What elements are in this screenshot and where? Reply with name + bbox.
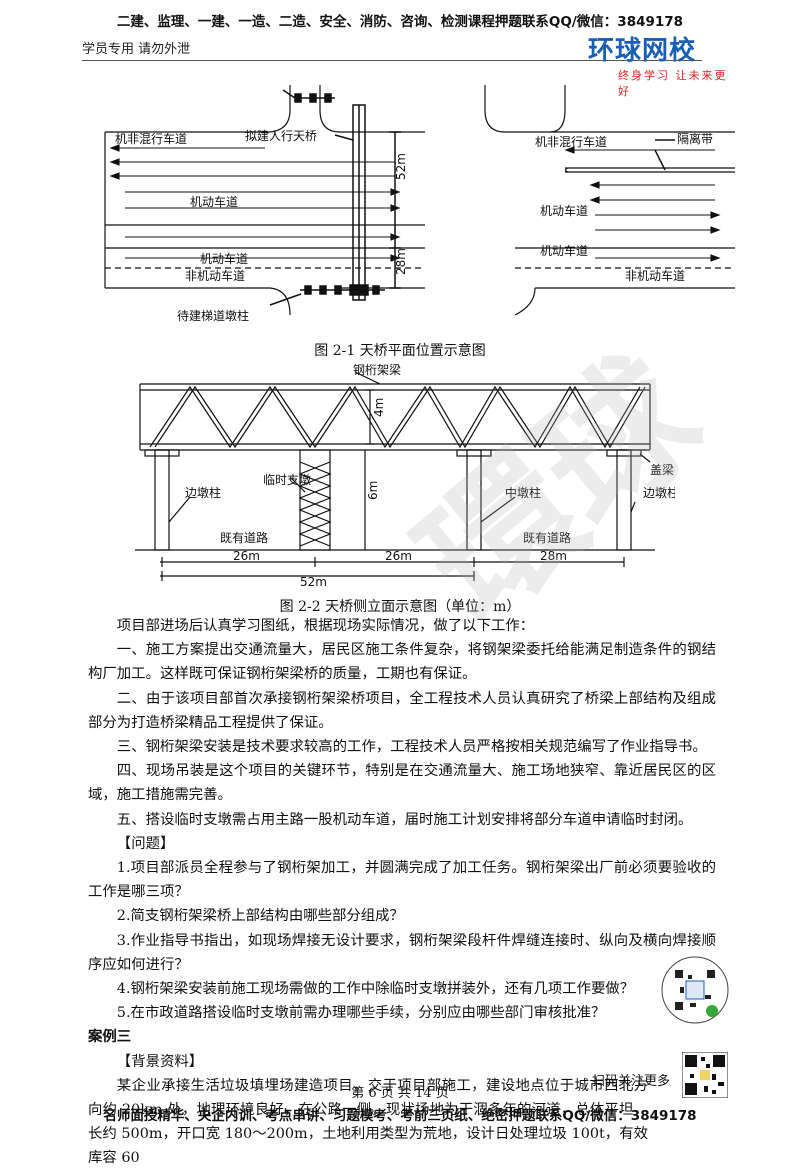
label-proposed-bridge: 拟建人行天桥 <box>245 129 317 143</box>
question-3: 3.作业指导书指出，如现场焊接无设计要求，钢桁架梁段杆件焊缝连接时、纵向及横向焊… <box>88 932 716 973</box>
paragraph-item-5: 五、搭设临时支墩需占用主路一股机动车道，届时施工计划安排将部分车道申请临时封闭。 <box>116 811 693 828</box>
label-right-nonmotor-lane: 非机动车道 <box>625 268 685 283</box>
label-side-pier-left: 边墩柱 <box>185 485 221 500</box>
question-2: 2.简支钢桁架梁桥上部结构由哪些部分组成？ <box>116 908 404 925</box>
question-1: 1.项目部派员全程参与了钢桁架加工，并圆满完成了加工任务。钢桁架梁出厂前必须要验… <box>88 860 716 901</box>
header-promo: 二建、监理、一建、一造、二造、安全、消防、咨询、检测课程押题联系QQ/微信：38… <box>116 14 684 30</box>
body-text: 项目部进场后认真学习图纸，根据现场实际情况，做了以下工作： 一、施工方案提出交通… <box>88 614 716 1171</box>
label-span-2: 26m <box>385 549 412 563</box>
label-dim-52: 52m <box>394 153 408 180</box>
label-total-span: 52m <box>300 575 327 589</box>
question-4: 4.钢桁架梁安装前施工现场需做的工作中除临时支墩拼装外，还有几项工作要做？ <box>116 981 635 998</box>
label-mid-pier: 中墩柱 <box>505 485 541 500</box>
label-pier-columns: 待建梯道墩柱 <box>177 308 249 323</box>
page-number: 第 6 页 共 14 页 <box>351 1086 449 1101</box>
paragraph-intro: 项目部进场后认真学习图纸，根据现场实际情况，做了以下工作： <box>116 618 535 634</box>
header-note: 学员专用 请勿外泄 <box>82 42 191 57</box>
paragraph-item-2: 二、由于该项目部首次承接钢桁架梁桥项目，全工程技术人员认真研究了桥梁上部结构及组… <box>88 690 716 731</box>
questions-heading: 【问题】 <box>116 835 175 852</box>
label-dim-28: 28m <box>394 248 408 275</box>
label-road-left: 既有道路 <box>220 530 268 545</box>
paragraph-item-1: 一、施工方案提出交通流量大，居民区施工条件复杂，将钢架梁委托给能满足制造条件的钢… <box>88 642 716 683</box>
case-title: 案例三 <box>88 1029 132 1046</box>
label-right-motor-lane-2: 机动车道 <box>540 243 588 258</box>
label-left-motor-lane-1: 机动车道 <box>190 194 238 209</box>
scan-note: 扫码关注更多 <box>592 1074 671 1089</box>
figure-caption-2-2: 图 2-2 天桥侧立面示意图（单位：m） <box>279 599 521 615</box>
label-height-6: 6m <box>366 481 380 500</box>
label-right-motor-lane-1: 机动车道 <box>540 203 588 218</box>
figure-plan-view: 机非混行车道 拟建人行天桥 机动车道 机动车道 非机动车道 待建梯道墩柱 52m… <box>104 85 735 323</box>
label-truss: 钢桁架梁 <box>353 362 401 377</box>
logo-main-text: 环球网校 <box>588 36 697 66</box>
label-side-pier-right: 边墩柱 <box>643 485 675 500</box>
label-left-motor-lane-2: 机动车道 <box>200 251 248 266</box>
figure-side-elevation: 钢桁架梁 4m 临时支墩 6m 边墩柱 中墩柱 盖梁 边墩柱 既有道路 既有道路… <box>135 362 675 589</box>
label-cap-beam: 盖梁 <box>650 462 674 477</box>
figure-caption-2-1: 图 2-1 天桥平面位置示意图 <box>314 343 486 359</box>
label-temp-support: 临时支墩 <box>263 473 311 487</box>
footer-promo: 名师面授精华、央企内训、考点串讲、习题模考、考前三页纸、绝密押题联系QQ/微信：… <box>103 1108 697 1124</box>
logo-slogan: 终身学习 让未来更好 <box>618 69 728 98</box>
label-span-1: 26m <box>233 549 260 563</box>
question-5: 5.在市政道路搭设临时支墩前需办理哪些手续，分别应由哪些部门审核批准？ <box>116 1005 606 1022</box>
wechat-qr-icon <box>661 956 729 1024</box>
logo: 环球网校 终身学习 让未来更好 <box>588 30 738 98</box>
label-left-nonmotor-lane: 非机动车道 <box>185 268 245 283</box>
paragraph-item-4: 四、现场吊装是这个项目的关键环节，特别是在交通流量大、施工场地狭窄、靠近居民区的… <box>88 763 716 804</box>
label-road-right: 既有道路 <box>523 530 571 545</box>
label-median: 隔离带 <box>677 131 713 146</box>
paragraph-item-3: 三、钢桁架梁安装是技术要求较高的工作，工程技术人员严格按相关规范编写了作业指导书… <box>116 739 707 756</box>
label-height-4: 4m <box>372 398 386 417</box>
header-divider <box>82 60 702 61</box>
background-heading: 【背景资料】 <box>116 1053 204 1070</box>
label-right-mixed-lane: 机非混行车道 <box>535 134 607 149</box>
label-left-mixed-lane: 机非混行车道 <box>115 131 187 146</box>
bottom-qr-icon <box>682 1052 728 1098</box>
label-span-3: 28m <box>540 549 567 563</box>
